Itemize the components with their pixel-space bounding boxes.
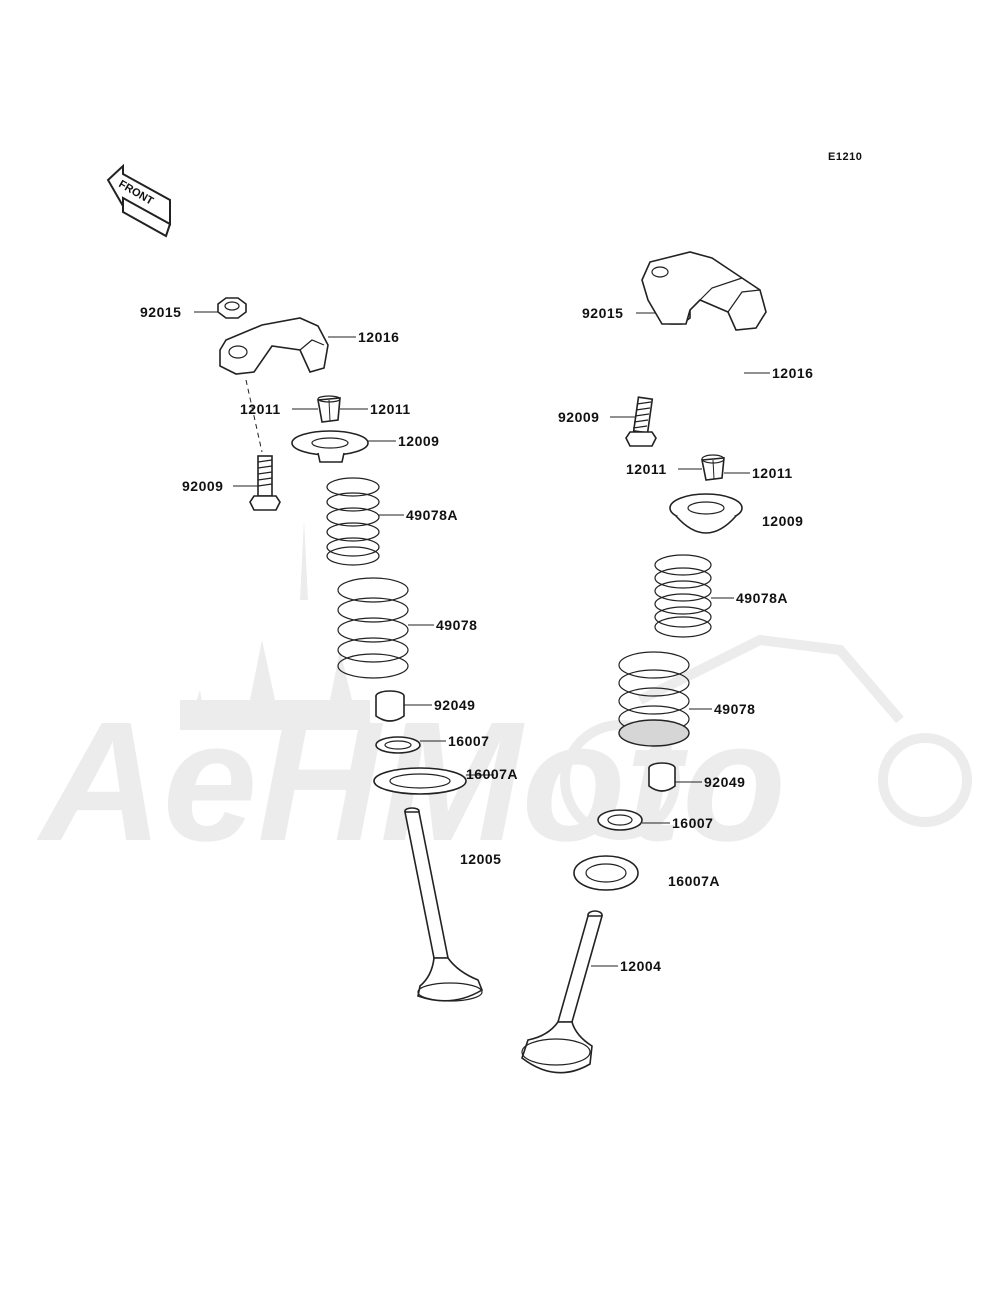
label-12009-left: 12009: [398, 433, 439, 449]
front-arrow-icon: FRONT: [106, 163, 171, 238]
label-12005: 12005: [460, 851, 501, 867]
watermark: AeHMoto: [36, 520, 972, 877]
label-12009-right: 12009: [762, 513, 803, 529]
retainer-left: [291, 430, 369, 463]
label-49078-right: 49078: [714, 701, 755, 717]
label-12011-left-a: 12011: [240, 401, 281, 417]
adjust-screw-right: [625, 396, 657, 447]
label-12011-right-b: 12011: [752, 465, 793, 481]
label-12004: 12004: [620, 958, 661, 974]
valve-right: [521, 910, 604, 1074]
label-92049-left: 92049: [434, 697, 475, 713]
label-12011-left-b: 12011: [370, 401, 411, 417]
cotter-left: [317, 395, 341, 423]
stem-seal-left: [375, 690, 405, 722]
label-12016-right: 12016: [772, 365, 813, 381]
cotter-right: [701, 454, 725, 481]
spring-seat-outer-right: [573, 855, 639, 891]
spring-seat-outer-left: [373, 767, 467, 795]
retainer-right: [669, 493, 743, 534]
label-92015-left: 92015: [140, 304, 181, 320]
label-16007A-left: 16007A: [466, 766, 518, 782]
outer-spring-right: [618, 651, 690, 747]
label-92015-right: 92015: [582, 305, 623, 321]
label-92009-left: 92009: [182, 478, 223, 494]
stem-seal-right: [648, 762, 676, 792]
diagram-code: E1210: [828, 151, 862, 163]
inner-spring-right: [654, 554, 712, 638]
valve-left: [404, 807, 483, 1002]
label-49078A-left: 49078A: [406, 507, 458, 523]
label-16007-left: 16007: [448, 733, 489, 749]
outer-spring-left: [337, 577, 409, 679]
spring-seat-left: [375, 736, 421, 754]
rocker-arm-right: [641, 251, 767, 331]
left-valve-group: 92015 12016 12011 12011 12009: [140, 297, 518, 1002]
label-92009-right: 92009: [558, 409, 599, 425]
label-16007-right: 16007: [672, 815, 713, 831]
inner-spring-left: [326, 477, 380, 566]
nut-left: [217, 297, 247, 319]
label-49078-left: 49078: [436, 617, 477, 633]
spring-seat-right: [597, 809, 643, 831]
label-16007A-right: 16007A: [668, 873, 720, 889]
adjust-screw-left: [249, 455, 281, 511]
label-12011-right-a: 12011: [626, 461, 667, 477]
rocker-arm-left: [219, 317, 329, 375]
label-49078A-right: 49078A: [736, 590, 788, 606]
label-12016-left: 12016: [358, 329, 399, 345]
label-92049-right: 92049: [704, 774, 745, 790]
right-valve-group: 92015 12016 92009 12011 12011: [521, 251, 813, 1074]
